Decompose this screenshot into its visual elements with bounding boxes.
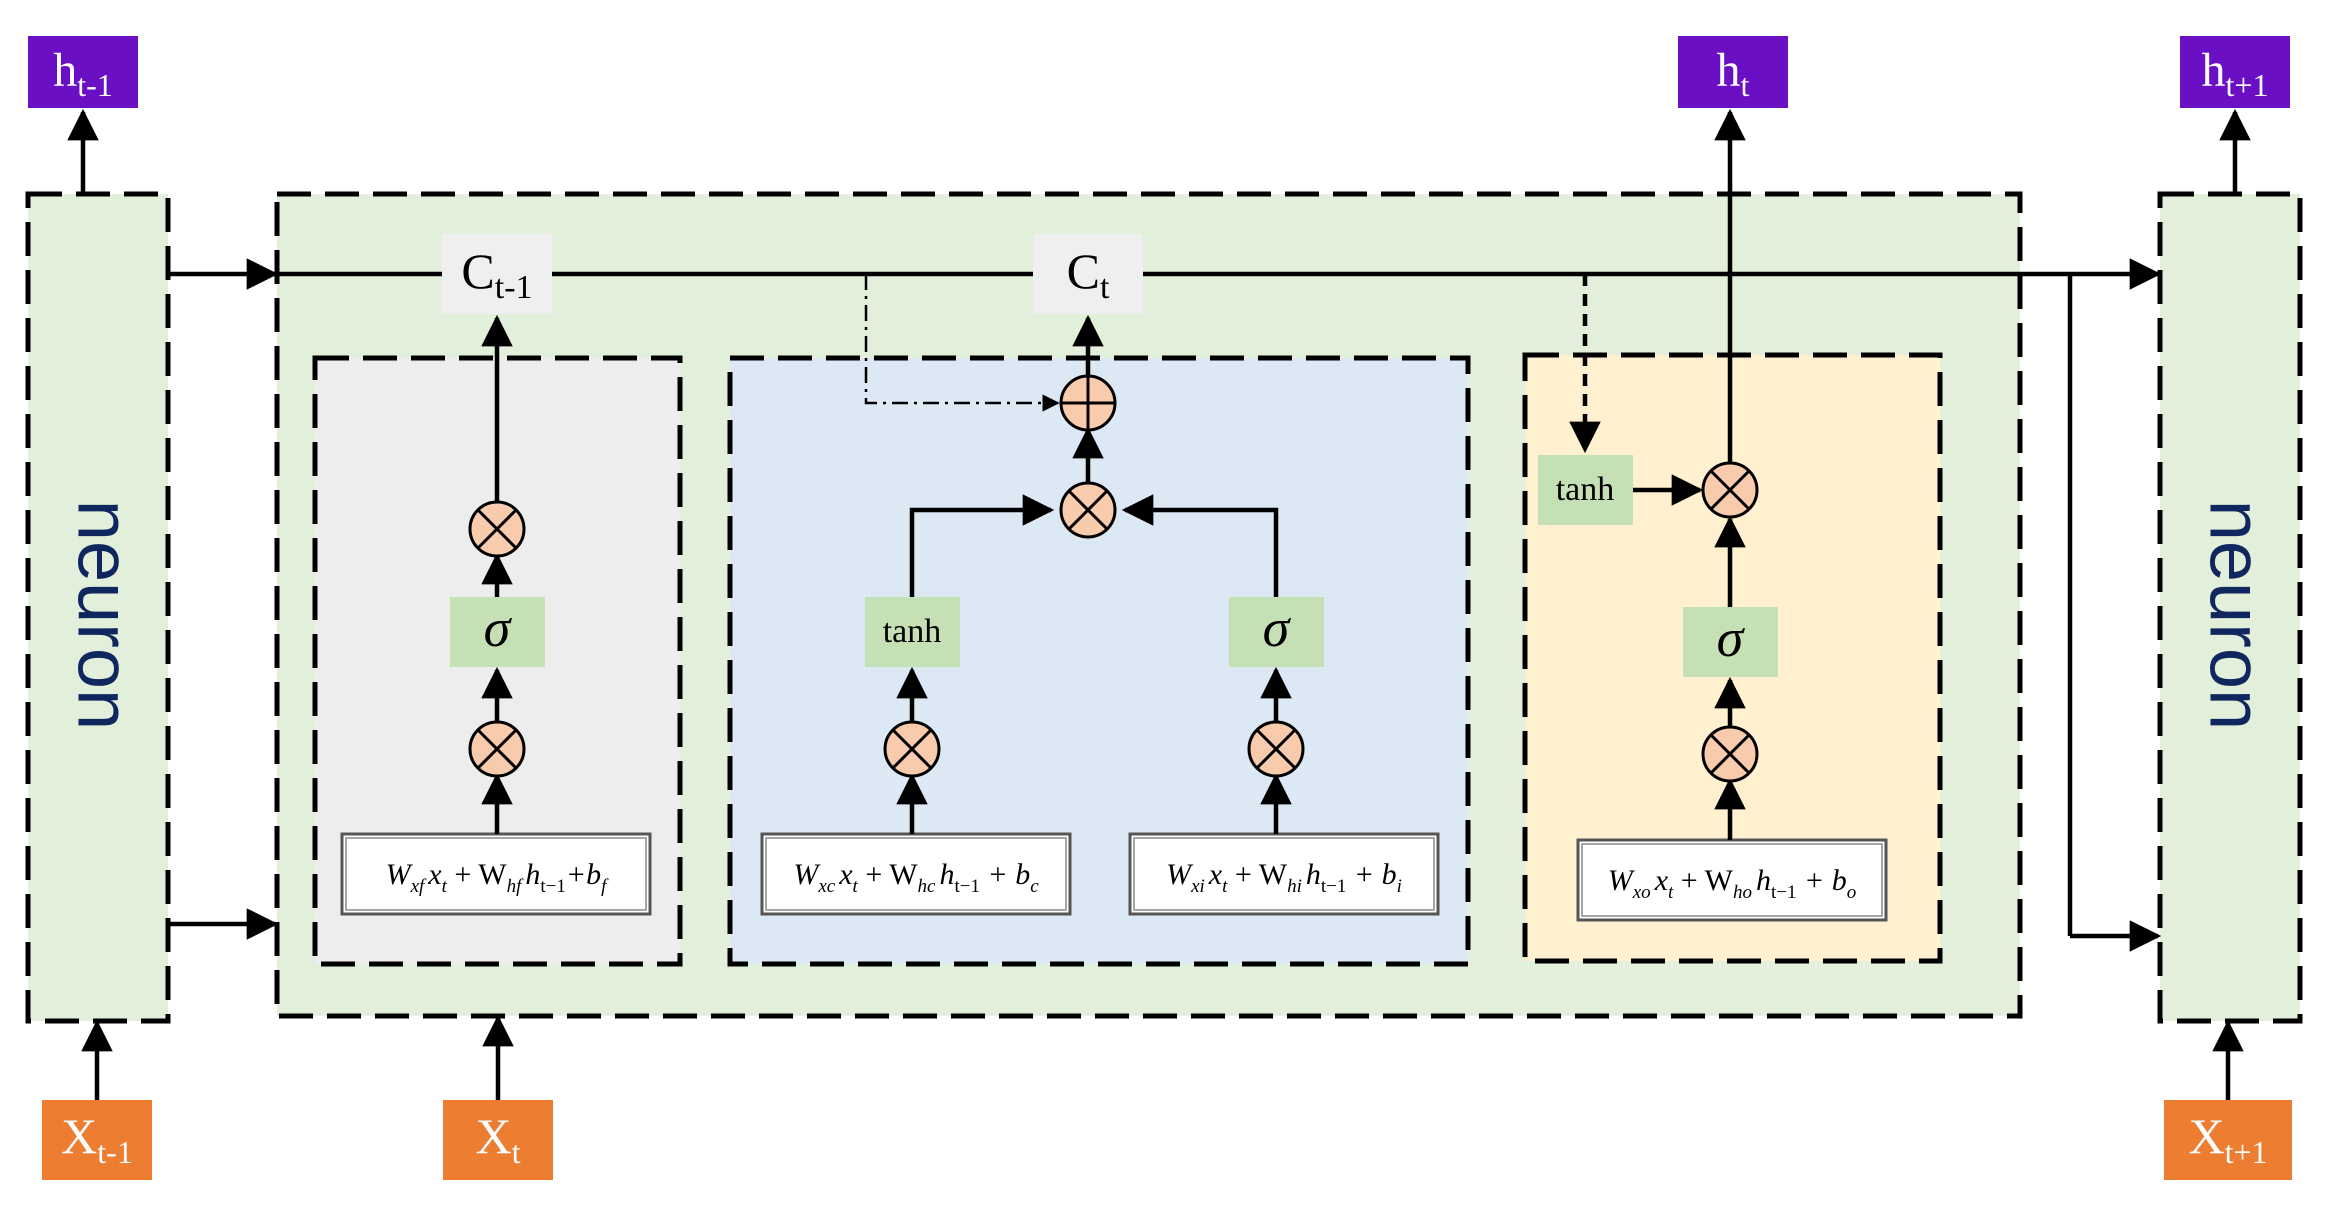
input-combine-multiply <box>1059 481 1117 539</box>
output-tanh-box <box>1538 455 1633 525</box>
right-neuron-label: neuron <box>2194 500 2277 730</box>
cand-tanh-label: tanh <box>883 613 942 650</box>
forget-sigma-box <box>450 597 545 667</box>
output-sigma-label: σ <box>1717 608 1746 668</box>
forget-top-multiply <box>468 500 526 558</box>
x-prev-label: Xt-1 <box>61 1108 133 1170</box>
x-curr-label: Xt <box>476 1108 521 1170</box>
output-tanh-label: tanh <box>1556 471 1615 508</box>
c-curr-label: Ct <box>1067 243 1110 306</box>
cand-bottom-multiply <box>883 720 941 778</box>
x-next-box <box>2164 1100 2292 1180</box>
cand-tanh-box <box>865 597 960 667</box>
c-prev-box <box>442 234 552 314</box>
x-curr-box <box>443 1100 553 1180</box>
connections <box>67 108 2251 1100</box>
h-curr-label: ht <box>1717 44 1750 103</box>
cell-add-operator <box>1059 374 1117 432</box>
forget-sigma-label: σ <box>484 598 513 658</box>
h-next-box <box>2180 36 2290 108</box>
h-curr-box <box>1678 36 1788 108</box>
left-neuron-label: neuron <box>62 500 145 730</box>
input-sigma-box <box>1229 597 1324 667</box>
h-next-label: ht+1 <box>2202 44 2269 103</box>
output-bottom-multiply <box>1701 725 1759 783</box>
output-top-multiply <box>1701 461 1759 519</box>
h-prev-box <box>28 36 138 108</box>
input-bottom-multiply <box>1247 720 1305 778</box>
x-prev-box <box>42 1100 152 1180</box>
c-prev-label: Ct-1 <box>461 243 532 306</box>
h-prev-label: ht-1 <box>53 44 113 103</box>
c-curr-box <box>1033 234 1143 314</box>
forget-bottom-multiply <box>468 720 526 778</box>
x-next-label: Xt+1 <box>2188 1108 2267 1170</box>
input-sigma-label: σ <box>1263 598 1292 658</box>
output-sigma-box <box>1683 607 1778 677</box>
